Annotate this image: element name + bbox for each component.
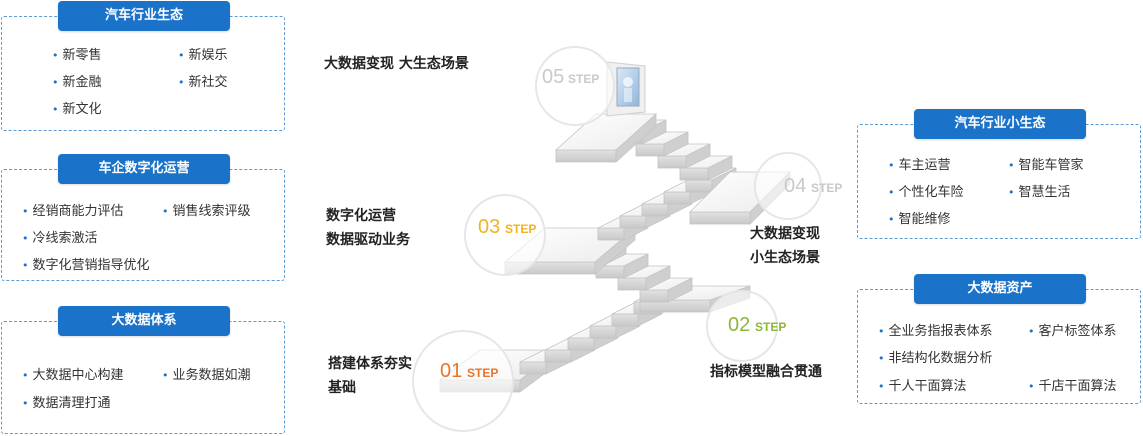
step-02-label: STEP [755, 320, 787, 334]
auto-ecosystem-panel: 汽车行业生态 •新零售 •新娱乐 •新金融 •新社交 •新文化 [1, 1, 285, 131]
stage-2-label: 指标模型融合贯通 [710, 364, 822, 380]
step-01-label: STEP [467, 366, 499, 380]
stair-block [657, 155, 687, 169]
list-item: •数据清理打通 [22, 396, 111, 411]
panel-title: 大数据资产 [914, 274, 1086, 304]
bigdata-system-panel: 大数据体系 •大数据中心构建 •业务数据如潮 •数据清理打通 [1, 306, 285, 434]
bigdata-assets-panel: 大数据资产 •全业务指报表体系 •客户标签体系 •非结构化数据分析 •千人干面算… [857, 274, 1141, 404]
step-05-number: 05 [542, 66, 565, 88]
stair-block [619, 215, 647, 229]
stair-block [555, 149, 617, 163]
stair-block [567, 337, 595, 351]
list-item: •新零售 [52, 48, 102, 63]
stair-block [611, 313, 639, 327]
stair-block [641, 203, 669, 217]
list-item: •个性化车险 [888, 185, 964, 200]
digital-ops-panel: 车企数字化运营 •经销商能力评估 •销售线索评级 •冷线索激活 •数字化营销指导… [1, 154, 285, 281]
stair-block [589, 325, 617, 339]
list-item: •千人干面算法 [878, 379, 967, 394]
stage-5-label: 大数据变现 大生态场景 [324, 56, 469, 72]
panel-title: 汽车行业小生态 [914, 109, 1086, 139]
list-item: •大数据中心构建 [22, 368, 124, 383]
stage-1-label: 搭建体系夯实 基础 [328, 356, 412, 396]
panel-title: 大数据体系 [58, 306, 230, 336]
step-03-label: STEP [505, 222, 537, 236]
step-03-number: 03 [478, 216, 501, 238]
step-04-number: 04 [784, 175, 807, 197]
auto-small-eco-panel: 汽车行业小生态 •车主运营 •智能车管家 •个性化车险 •智慧生活 •智能维修 [857, 109, 1141, 239]
stage-3-label: 数字化运营 数据驱动业务 [326, 208, 410, 248]
list-item: •客户标签体系 [1028, 324, 1117, 339]
list-item: •冷线索激活 [22, 231, 98, 246]
panel-title: 车企数字化运营 [58, 154, 230, 184]
list-item: •销售线索评级 [162, 204, 251, 219]
list-item: •新文化 [52, 102, 102, 117]
list-item: •千店干面算法 [1028, 379, 1117, 394]
stair-block [639, 289, 669, 303]
stair-block [519, 361, 547, 375]
step-05-label: STEP [568, 72, 600, 86]
list-item: •数字化营销指导优化 [22, 258, 150, 273]
stair-block [597, 227, 625, 241]
step-01-number: 01 [440, 360, 463, 382]
stair-block [663, 191, 691, 205]
door-icon [606, 61, 646, 117]
list-item: •新娱乐 [178, 48, 228, 63]
stair-block [617, 277, 647, 291]
step-02-number: 02 [728, 314, 751, 336]
list-item: •业务数据如潮 [162, 368, 251, 383]
list-item: •智能维修 [888, 212, 951, 227]
step-04-label: STEP [811, 181, 843, 195]
list-item: •新金融 [52, 75, 102, 90]
panel-title: 汽车行业生态 [58, 1, 230, 31]
stair-block [685, 179, 713, 193]
stage-4-label: 大数据变现 小生态场景 [750, 226, 820, 266]
stair-block [679, 167, 709, 181]
list-item: •新社交 [178, 75, 228, 90]
stair-block [544, 349, 572, 363]
list-item: •经销商能力评估 [22, 204, 124, 219]
stair-block [635, 143, 665, 157]
list-item: •智慧生活 [1008, 185, 1071, 200]
stair-block [554, 113, 658, 151]
list-item: •智能车管家 [1008, 158, 1084, 173]
list-item: •全业务指报表体系 [878, 324, 993, 339]
stair-block [689, 211, 751, 225]
list-item: •车主运营 [888, 158, 951, 173]
list-item: •非结构化数据分析 [878, 351, 993, 366]
